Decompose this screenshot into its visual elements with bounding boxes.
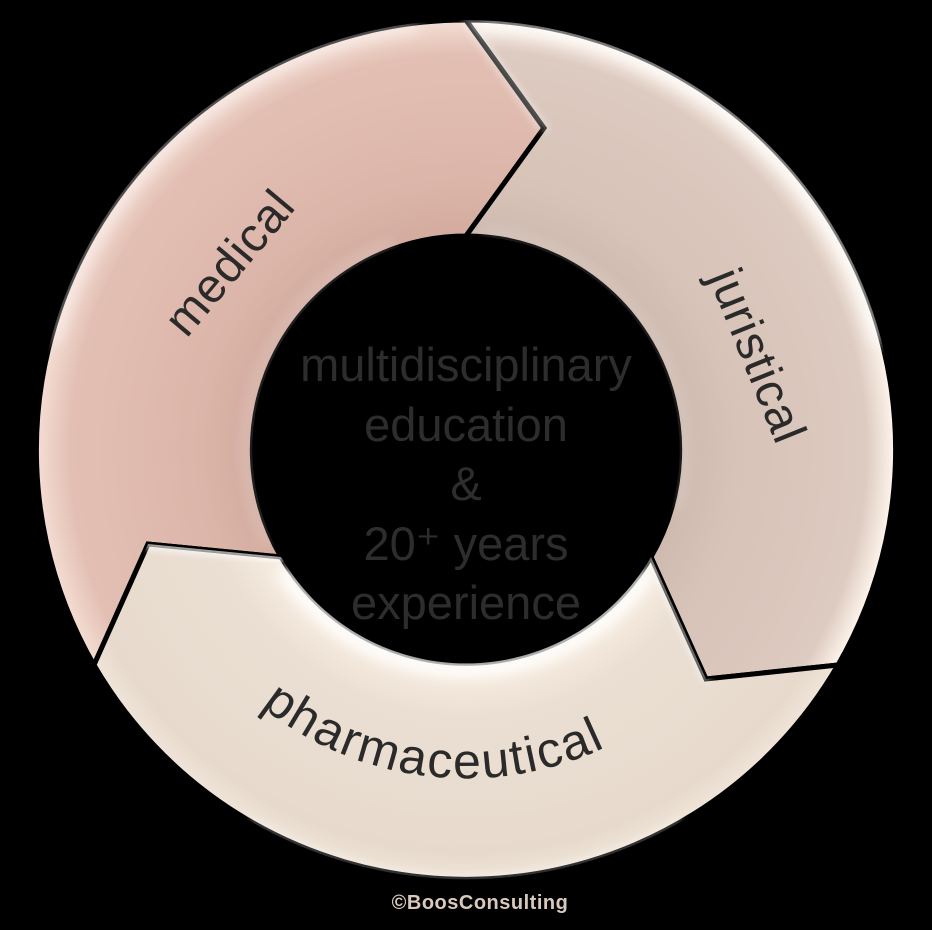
juristical-tail-edge-glow — [466, 20, 549, 133]
medical-inner-rim-glow — [243, 241, 395, 546]
center-text-line-1: multidisciplinary — [300, 338, 632, 391]
medical-arrowhead-edge-glow — [462, 20, 545, 131]
watermark-text: ©BoosConsulting — [392, 892, 569, 914]
center-text-line-3: & — [450, 457, 481, 510]
center-text-line-4: 20⁺ years — [363, 517, 568, 570]
medical-outer-rim-glow — [50, 22, 419, 345]
juristical-inner-rim-glow — [481, 229, 689, 510]
pharma-inner-rim-glow — [278, 566, 654, 678]
center-text-line-5: experience — [351, 576, 581, 629]
center-text-line-2: education — [364, 398, 568, 451]
juristical-outer-rim-glow — [475, 20, 884, 346]
bevel-highlights — [50, 20, 884, 880]
pharma-outer-rim-glow — [249, 817, 683, 880]
center-text: multidisciplinary education & 20⁺ years … — [300, 338, 632, 629]
